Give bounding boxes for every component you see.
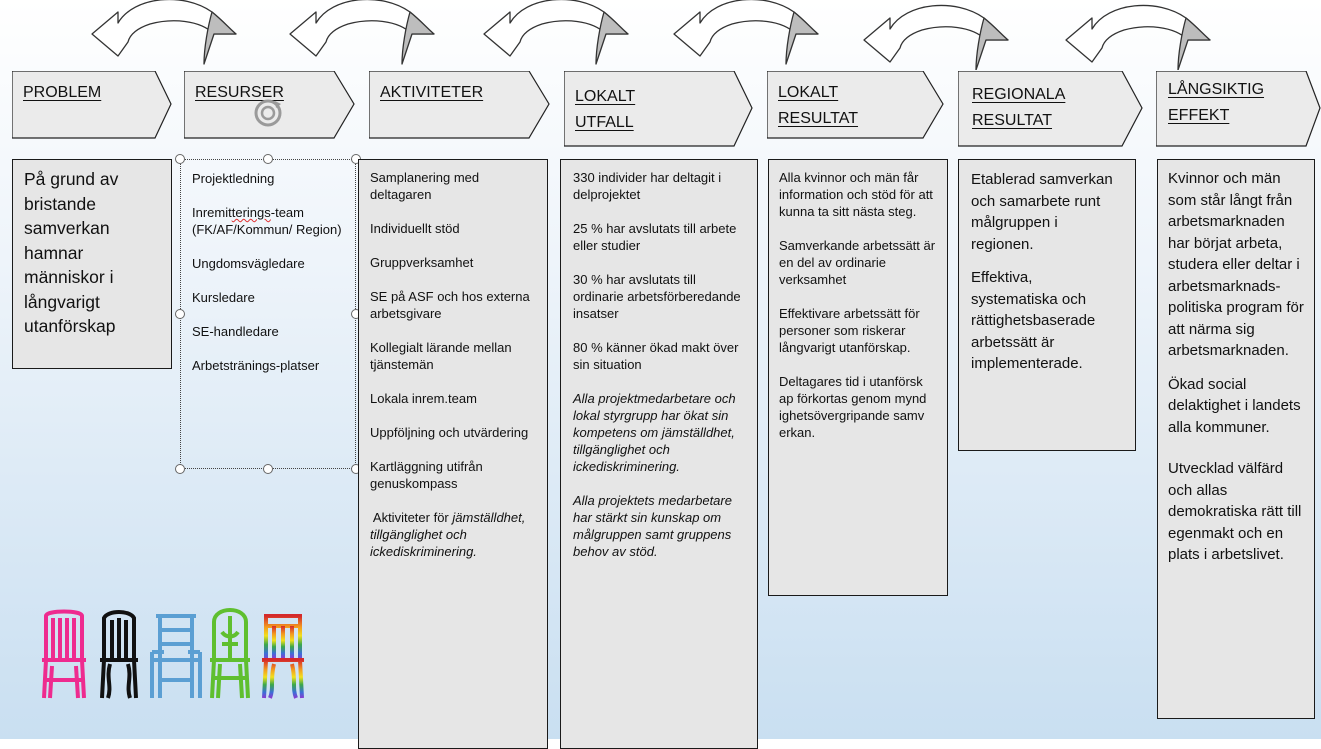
chairs-illustration [42,608,304,699]
chevron-resurser: RESURSER [184,71,356,139]
local-result-item: Effektivare arbetssätt för personer som … [779,306,920,355]
chair-icon [210,608,250,699]
regionala-resultat-box: Etablerad samverkan och samarbete runt m… [958,159,1136,451]
curved-arrows [91,0,1211,70]
outcome-item: 80 % känner ökad makt över sin situation [573,340,739,372]
curved-arrow [91,0,237,65]
outcome-item-italic: Alla projektmedarbetare och lokal styrgr… [573,391,736,474]
activity-item: Samplanering med deltagaren [370,170,480,202]
problem-box: På grund av bristande samverkan hamnar m… [12,159,172,369]
aktiviteter-box: Samplanering med deltagaren Individuellt… [358,159,548,749]
activity-prefix: Aktiviteter för [370,510,453,525]
chair-icon [100,610,138,699]
regional-result-item: Etablerad samverkan och samarbete runt m… [971,171,1113,253]
local-result-item: Deltagares tid i utanförskap förkortas g… [779,374,927,440]
resize-handle[interactable] [263,154,273,164]
resize-handle[interactable] [263,464,273,474]
step-title: LOKALT UTFALL [575,88,636,131]
activity-item: Individuellt stöd [370,221,460,236]
step-title: AKTIVITETER [380,84,484,101]
outcome-item: 330 individer har deltagit i delprojekte… [573,170,722,202]
rotate-handle-icon[interactable] [253,98,283,128]
local-result-item: Samverkande arbetssätt är en del av ordi… [779,238,936,287]
activity-item: Lokala inrem.team [370,391,477,406]
chevron-lokalt-resultat: LOKALT RESULTAT [767,71,945,139]
step-title: RESURSER [195,84,284,101]
outcome-item: 30 % har avslutats till ordinarie arbets… [573,272,741,321]
chair-icon [150,614,202,698]
step-title: LOKALT RESULTAT [778,84,859,127]
effect-item: Kvinnor och män som står långt från arbe… [1168,170,1304,359]
effect-item: Utvecklad välfärd och allas demokratiska… [1168,460,1302,563]
local-result-item: Alla kvinnor och män får information och… [779,170,933,219]
curved-arrow [863,4,1009,70]
activity-item: Gruppverksamhet [370,255,474,270]
regional-result-item: Effektiva, systematiska och rättighetsba… [971,269,1096,372]
effect-item: Ökad social delaktighet i landets alla k… [1168,375,1301,436]
outcome-item-italic: Alla projektets medarbetare har stärkt s… [573,493,732,559]
resource-item: Projektledning [192,171,275,186]
chevron-problem: PROBLEM [12,71,172,139]
resource-item: SE-handledare [192,324,279,339]
curved-arrow [483,0,629,65]
chevron-regionala-resultat: REGIONALA RESULTAT [958,71,1144,147]
resource-item: Kursledare [192,290,255,305]
resize-handle[interactable] [175,309,185,319]
chevron-langsiktig-effekt: LÅNGSIKTIG EFFEKT [1156,71,1321,147]
langsiktig-effekt-box: Kvinnor och män som står långt från arbe… [1157,159,1315,719]
lokalt-resultat-box: Alla kvinnor och män får information och… [768,159,948,596]
chair-icon [42,609,86,699]
curved-arrow [1065,4,1211,70]
activity-item: Kartläggning utifrån genuskompass [370,459,483,491]
lokalt-utfall-box: 330 individer har deltagit i delprojekte… [560,159,758,749]
problem-text: På grund av bristande samverkan hamnar m… [24,169,119,336]
curved-arrow [289,0,435,65]
activity-item: Aktiviteter för jämställdhet, tillgängli… [370,509,536,560]
activity-italic: jämställdhet, tillgänglighet och ickedis… [370,510,526,559]
activity-item: Uppföljning och utvärdering [370,425,529,440]
resource-item: Inremitterings-team (FK/AF/Kommun/ Regio… [192,205,342,237]
chevron-lokalt-utfall: LOKALT UTFALL [564,71,754,147]
resource-item: Ungdomsvägledare [192,256,305,271]
outcome-item: 25 % har avslutats till arbete eller stu… [573,221,737,253]
chair-icon [262,614,304,699]
step-title: REGIONALA RESULTAT [972,86,1066,129]
activity-item: Kollegialt lärande mellan tjänstemän [370,340,512,372]
activity-item: SE på ASF och hos externa arbetsgivare [370,289,530,321]
resource-item: Arbetstränings-platser [192,358,320,373]
resurser-box[interactable]: Projektledning Inremitterings-team (FK/A… [180,159,356,469]
step-title: LÅNGSIKTIG EFFEKT [1168,81,1265,124]
resize-handle[interactable] [175,464,185,474]
curved-arrow [673,0,819,65]
chevron-aktiviteter: AKTIVITETER [369,71,551,139]
resize-handle[interactable] [175,154,185,164]
step-title: PROBLEM [23,84,102,101]
